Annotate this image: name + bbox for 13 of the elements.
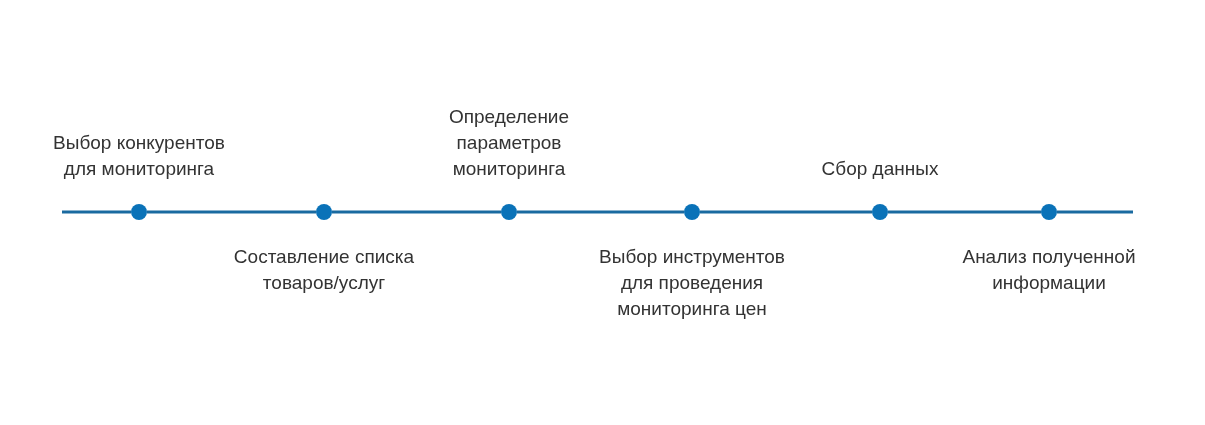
timeline-line [332,210,501,214]
step-label: Анализ полученной информации [961,245,1137,295]
step-label: Выбор конкурентов для мониторинга [52,131,226,181]
step-label: Составление списка товаров/услуг [232,245,416,295]
timeline-line [147,210,316,214]
step-label: Определение параметров мониторинга [447,105,571,181]
timeline-line [1057,210,1133,214]
step-label: Сбор данных [820,157,940,181]
timeline-line [517,210,684,214]
timeline-line [700,210,872,214]
timeline-line [888,210,1041,214]
timeline-line [62,210,131,214]
step-label: Выбор инструментов для проведения мониторинга цен [598,245,786,321]
